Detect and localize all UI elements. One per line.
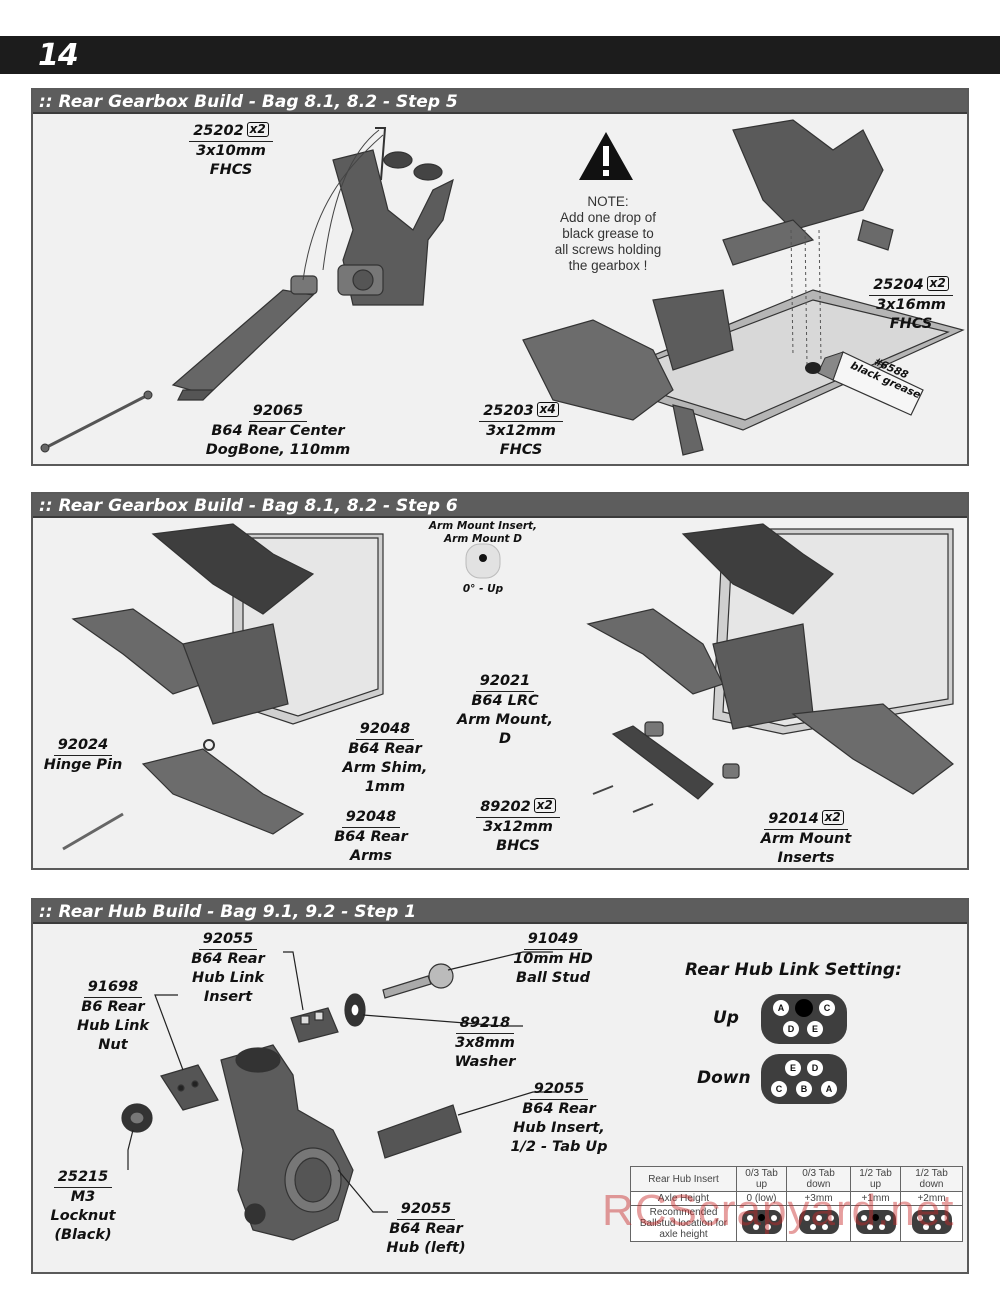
axle-height-table: Rear Hub Insert 0/3 Tab up 0/3 Tab down … [630, 1166, 963, 1242]
hole-down-d: D [807, 1060, 823, 1076]
table-cell: 1/2 Tab down [900, 1166, 963, 1192]
hub-header: :: Rear Hub Build - Bag 9.1, 9.2 - Step … [33, 900, 967, 924]
hole-up-a: A [773, 1000, 789, 1016]
table-cell [900, 1205, 963, 1242]
insert-down-diagram: E D C B A [761, 1054, 847, 1104]
step6-illustration [62, 523, 954, 851]
table-cell: 1/2 Tab up [850, 1166, 901, 1192]
mount-insert-position: 0° - Up [462, 583, 504, 595]
step5-illustration [40, 119, 965, 456]
table-cell: 0/3 Tab up [736, 1166, 787, 1192]
insert-icon [855, 1210, 896, 1234]
hole-down-e: E [785, 1060, 801, 1076]
watermark: RCScrapyard.net [602, 1186, 955, 1235]
hole-up-d: D [783, 1021, 799, 1037]
step5-header: :: Rear Gearbox Build - Bag 8.1, 8.2 - S… [33, 90, 967, 114]
mount-insert-label: Arm Mount Insert,Arm Mount D [428, 520, 538, 545]
hub-title: :: Rear Hub Build - Bag 9.1, 9.2 - Step … [39, 902, 417, 922]
page-header-bar: 14 [0, 36, 1000, 74]
hole-down-c: C [771, 1081, 787, 1097]
table-cell: Recommended Ballstud location for axle h… [630, 1205, 737, 1242]
table-row: Rear Hub Insert 0/3 Tab up 0/3 Tab down … [630, 1166, 963, 1192]
step6-panel: :: Rear Gearbox Build - Bag 8.1, 8.2 - S… [31, 492, 969, 870]
step6-header: :: Rear Gearbox Build - Bag 8.1, 8.2 - S… [33, 494, 967, 518]
hole-up-b-selected [795, 999, 813, 1017]
step5-panel: :: Rear Gearbox Build - Bag 8.1, 8.2 - S… [31, 88, 969, 466]
table-cell [850, 1205, 901, 1242]
page-number: 14 [38, 38, 79, 73]
step6-title: :: Rear Gearbox Build - Bag 8.1, 8.2 - S… [39, 496, 458, 516]
hole-up-e: E [807, 1021, 823, 1037]
setting-up-label: Up [713, 1008, 739, 1028]
insert-icon [741, 1210, 782, 1234]
table-cell: 0/3 Tab down [786, 1166, 851, 1192]
hub-panel: :: Rear Hub Build - Bag 9.1, 9.2 - Step … [31, 898, 969, 1274]
table-cell [786, 1205, 851, 1242]
hole-up-c: C [819, 1000, 835, 1016]
hole-down-b: B [796, 1081, 812, 1097]
insert-icon [911, 1210, 952, 1234]
insert-up-diagram: A C D E [761, 994, 847, 1044]
insert-icon [798, 1210, 839, 1234]
table-row: Recommended Ballstud location for axle h… [630, 1205, 963, 1242]
hub-illustration [121, 951, 558, 1241]
setting-down-label: Down [697, 1068, 751, 1088]
hole-down-a: A [821, 1081, 837, 1097]
hub-setting-title: Rear Hub Link Setting: [685, 960, 902, 980]
step5-title: :: Rear Gearbox Build - Bag 8.1, 8.2 - S… [39, 92, 458, 112]
